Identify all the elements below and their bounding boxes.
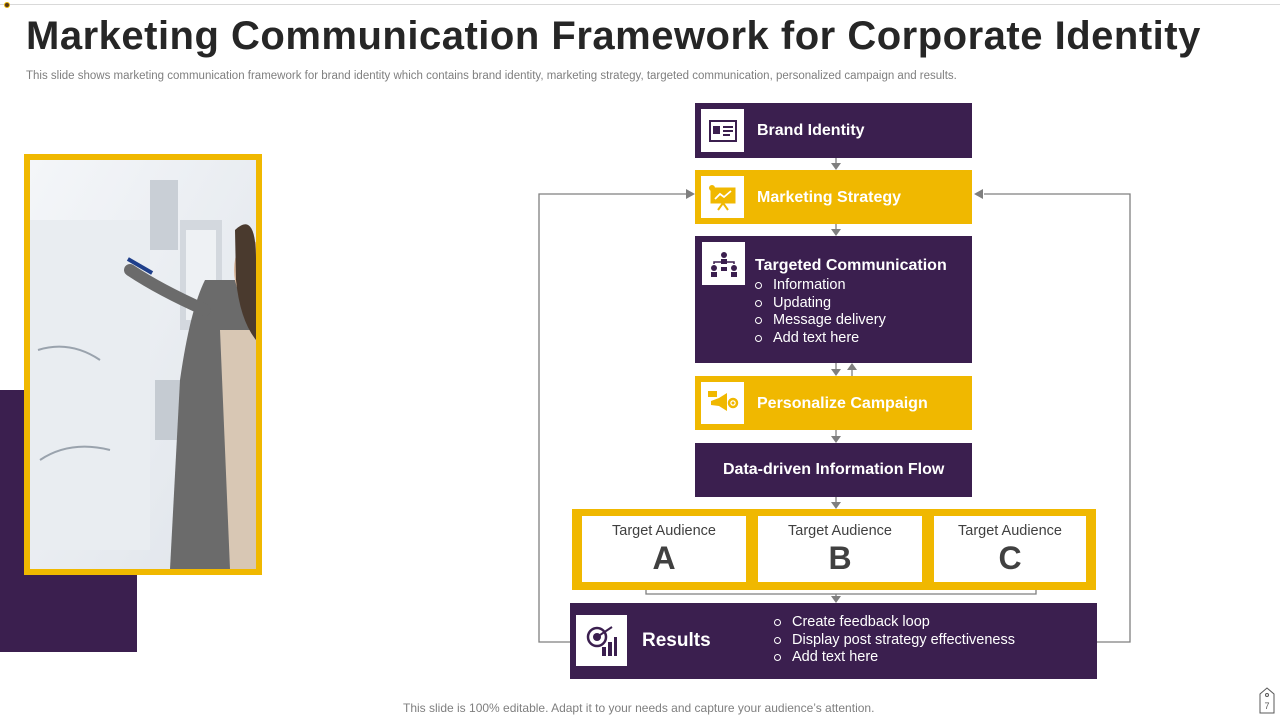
targeted-communication-bullets: Information Updating Message delivery Ad… [755, 277, 886, 347]
id-card-icon [701, 109, 744, 152]
target-audience-frame: Target Audience A Target Audience B Targ… [572, 509, 1096, 590]
page-subtitle: This slide shows marketing communication… [26, 70, 957, 82]
list-item: Create feedback loop [774, 614, 1015, 632]
bullet-circle-icon [755, 299, 762, 307]
target-audience-a-card: Target Audience A [582, 516, 746, 582]
person-writing-on-whiteboard-photo [30, 160, 256, 569]
page-number-tag: 7 [1258, 686, 1276, 714]
footer-note: This slide is 100% editable. Adapt it to… [403, 701, 875, 715]
target-audience-b-card: Target Audience B [758, 516, 922, 582]
results-box: Results Create feedback loop Display pos… [570, 603, 1097, 679]
personalize-campaign-box: Personalize Campaign [695, 376, 972, 430]
brand-identity-label: Brand Identity [757, 122, 865, 139]
list-item: Message delivery [755, 312, 886, 330]
target-audience-title: Target Audience [612, 523, 716, 539]
target-audience-letter: A [652, 540, 676, 576]
results-label: Results [642, 630, 711, 651]
data-flow-label: Data-driven Information Flow [723, 461, 945, 478]
bullet-circle-icon [755, 317, 762, 325]
list-item: Updating [755, 295, 886, 313]
bullet-circle-icon [755, 334, 762, 342]
target-audience-c-card: Target Audience C [934, 516, 1086, 582]
bullet-circle-icon [755, 282, 762, 290]
brand-identity-box: Brand Identity [695, 103, 972, 158]
bullet-circle-icon [774, 636, 781, 644]
bullet-circle-icon [774, 619, 781, 627]
targeted-communication-label: Targeted Communication [755, 257, 947, 274]
target-audience-title: Target Audience [958, 523, 1062, 539]
marketing-strategy-box: Marketing Strategy [695, 170, 972, 224]
bullet-circle-icon [774, 654, 781, 662]
marketing-strategy-label: Marketing Strategy [757, 189, 902, 206]
target-audience-title: Target Audience [788, 523, 892, 539]
photo-frame [24, 154, 262, 575]
list-item: Display post strategy effectiveness [774, 632, 1015, 650]
list-item: Add text here [755, 330, 886, 348]
network-people-icon [702, 242, 745, 285]
list-item: Add text here [774, 649, 1015, 667]
page-title: Marketing Communication Framework for Co… [26, 14, 1201, 58]
corner-dot [4, 2, 10, 8]
target-chart-icon [576, 615, 627, 666]
list-item: Information [755, 277, 886, 295]
megaphone-gear-icon [701, 382, 744, 424]
data-flow-box: Data-driven Information Flow [695, 443, 972, 497]
results-bullets: Create feedback loop Display post strate… [774, 614, 1015, 667]
personalize-campaign-label: Personalize Campaign [757, 395, 928, 412]
target-audience-letter: B [828, 540, 852, 576]
page-number: 7 [1264, 701, 1269, 711]
top-border-line [0, 4, 1280, 5]
targeted-communication-box: Targeted Communication Information Updat… [695, 236, 972, 363]
target-audience-letter: C [998, 540, 1022, 576]
strategy-board-icon [701, 176, 744, 218]
tag-icon: 7 [1259, 687, 1275, 714]
